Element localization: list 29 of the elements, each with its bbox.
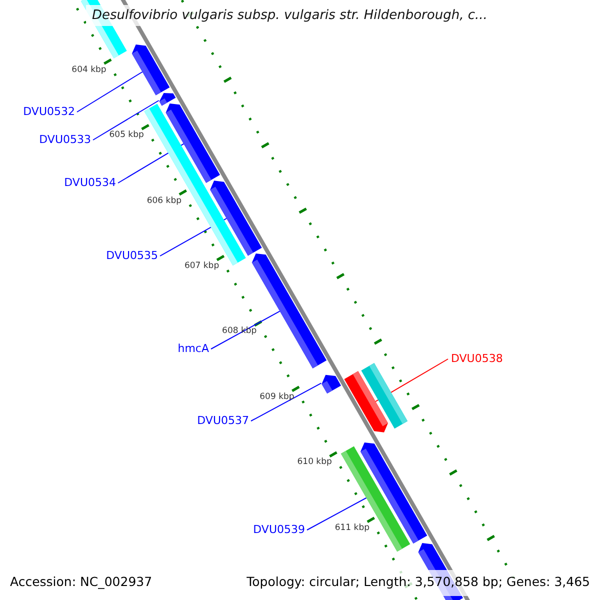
gene-label: DVU0532 (23, 106, 75, 117)
accession-text: Accession: NC_002937 (10, 576, 152, 588)
gene-label: DVU0539 (253, 524, 305, 535)
gene-bar (210, 180, 262, 256)
scale-label: 605 kbp (109, 131, 144, 140)
scale-label: 609 kbp (260, 392, 294, 402)
scale-label: 611 kbp (334, 524, 369, 532)
gene-bar (166, 103, 220, 183)
scale-label: 606 kbp (146, 196, 181, 206)
gene-bar (322, 374, 342, 394)
scale-label: 604 kbp (72, 66, 106, 74)
gene-label: DVU0537 (197, 415, 249, 426)
gene-bar (361, 363, 408, 429)
scale-label: 608 kbp (222, 327, 256, 336)
scale-label: 607 kbp (184, 262, 218, 270)
gene-label: DVU0533 (39, 134, 91, 145)
gene-bar (132, 44, 170, 96)
leader-line (92, 100, 160, 140)
gene-bar (159, 93, 176, 106)
leader-line (306, 497, 367, 530)
gene-label: hmcA (178, 343, 209, 354)
leader-line (210, 310, 280, 350)
gene-label: DVU0535 (106, 250, 158, 261)
leader-line (76, 71, 143, 112)
scale-label: 610 kbp (297, 458, 332, 467)
gene-label: DVU0534 (64, 177, 116, 188)
topology-text: Topology: circular; Length: 3,570,858 bp; Genes: 3,465 (246, 576, 590, 588)
leader-line (250, 382, 322, 422)
gene-label: DVU0538 (451, 353, 503, 364)
